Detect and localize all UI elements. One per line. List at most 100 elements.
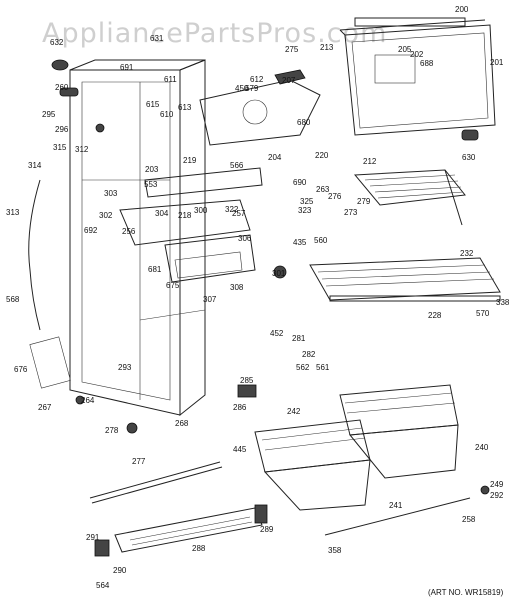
door-handle-piece xyxy=(461,129,479,141)
callout: 561 xyxy=(316,363,330,372)
callout: 282 xyxy=(302,350,316,359)
callout: 307 xyxy=(203,295,217,304)
watermark: AppliancePartsPros.com xyxy=(42,18,387,49)
water-tube xyxy=(28,179,41,331)
callout: 445 xyxy=(233,445,247,454)
roller-foot xyxy=(126,422,138,434)
callout: 213 xyxy=(320,43,334,52)
callout: 676 xyxy=(14,365,28,374)
callout: 680 xyxy=(297,118,311,127)
callout: 258 xyxy=(462,515,476,524)
callout: 205 xyxy=(398,45,412,54)
callout: 560 xyxy=(314,236,328,245)
callout: 323 xyxy=(298,206,312,215)
callout: 692 xyxy=(84,226,98,235)
callout: 260 xyxy=(55,83,69,92)
callout: 681 xyxy=(148,265,162,274)
callout: 301 xyxy=(272,269,286,278)
callout: 268 xyxy=(175,419,189,428)
callout: 249 xyxy=(490,480,504,489)
callout: 675 xyxy=(166,281,180,290)
callout: 219 xyxy=(183,156,197,165)
callout: 304 xyxy=(155,209,169,218)
callout: 313 xyxy=(6,208,20,217)
callout: 257 xyxy=(232,209,246,218)
callout: 204 xyxy=(268,153,282,162)
callout: 562 xyxy=(296,363,310,372)
bracket-part xyxy=(94,539,110,557)
callout: 288 xyxy=(192,544,206,553)
callout: 679 xyxy=(245,84,259,93)
callout: 290 xyxy=(113,566,127,575)
clip-part xyxy=(95,123,105,133)
crisper-drawers xyxy=(254,384,459,511)
door-panel xyxy=(339,19,496,136)
callout: 358 xyxy=(328,546,342,555)
callout: 242 xyxy=(287,407,301,416)
callout: 691 xyxy=(120,63,134,72)
connector-part xyxy=(237,384,257,398)
crisper-rail xyxy=(324,497,471,536)
roller-part xyxy=(51,59,69,71)
base-rail-lower xyxy=(91,466,223,504)
callout: 228 xyxy=(428,311,442,320)
callout: 553 xyxy=(144,180,158,189)
base-rail xyxy=(89,461,221,499)
callout: 232 xyxy=(460,249,474,258)
leveler-foot xyxy=(75,395,85,405)
art-number: (ART NO. WR15819) xyxy=(428,588,504,597)
side-panel xyxy=(29,336,71,389)
callout: 300 xyxy=(194,206,208,215)
callout: 289 xyxy=(260,525,274,534)
callout: 207 xyxy=(282,76,296,85)
callout: 240 xyxy=(475,443,489,452)
base-grille xyxy=(114,507,263,553)
callout: 275 xyxy=(285,45,299,54)
callout: 615 xyxy=(146,100,160,109)
callout: 325 xyxy=(300,197,314,206)
callout: 267 xyxy=(38,403,52,412)
callout: 273 xyxy=(344,208,358,217)
fresh-food-shelf xyxy=(309,257,501,302)
callout: 315 xyxy=(53,143,67,152)
callout-labels: 200 201 202 203 204 205 207 212 213 218 … xyxy=(6,5,510,590)
callout: 276 xyxy=(328,192,342,201)
callout: 203 xyxy=(145,165,159,174)
callout: 610 xyxy=(160,110,174,119)
callout: 613 xyxy=(178,103,192,112)
callout: 303 xyxy=(104,189,118,198)
callout: 277 xyxy=(132,457,146,466)
cap-part xyxy=(273,265,287,279)
callout: 291 xyxy=(86,533,100,542)
evaporator-cover xyxy=(199,69,321,146)
callout: 281 xyxy=(292,334,306,343)
callout: 308 xyxy=(230,283,244,292)
callout: 241 xyxy=(389,501,403,510)
callout: 452 xyxy=(270,329,284,338)
callout: 263 xyxy=(316,185,330,194)
callout: 218 xyxy=(178,211,192,220)
callout: 312 xyxy=(75,145,89,154)
hinge-part xyxy=(254,504,268,524)
callout: 322 xyxy=(225,205,239,214)
callout: 688 xyxy=(420,59,434,68)
callout: 632 xyxy=(50,38,64,47)
callout: 568 xyxy=(6,295,20,304)
callout: 564 xyxy=(96,581,110,590)
callout: 200 xyxy=(455,5,469,14)
callout: 450 xyxy=(235,84,249,93)
callout: 202 xyxy=(410,50,424,59)
callout: 306 xyxy=(238,234,252,243)
mullion-assembly xyxy=(119,167,263,283)
callout: 220 xyxy=(315,151,329,160)
callout: 314 xyxy=(28,161,42,170)
callout: 570 xyxy=(476,309,490,318)
callout: 295 xyxy=(42,110,56,119)
callout: 201 xyxy=(490,58,504,67)
door-top-trim xyxy=(354,17,466,27)
callout: 264 xyxy=(81,396,95,405)
callout: 279 xyxy=(357,197,371,206)
callout: 611 xyxy=(164,75,177,84)
callout: 690 xyxy=(293,178,307,187)
